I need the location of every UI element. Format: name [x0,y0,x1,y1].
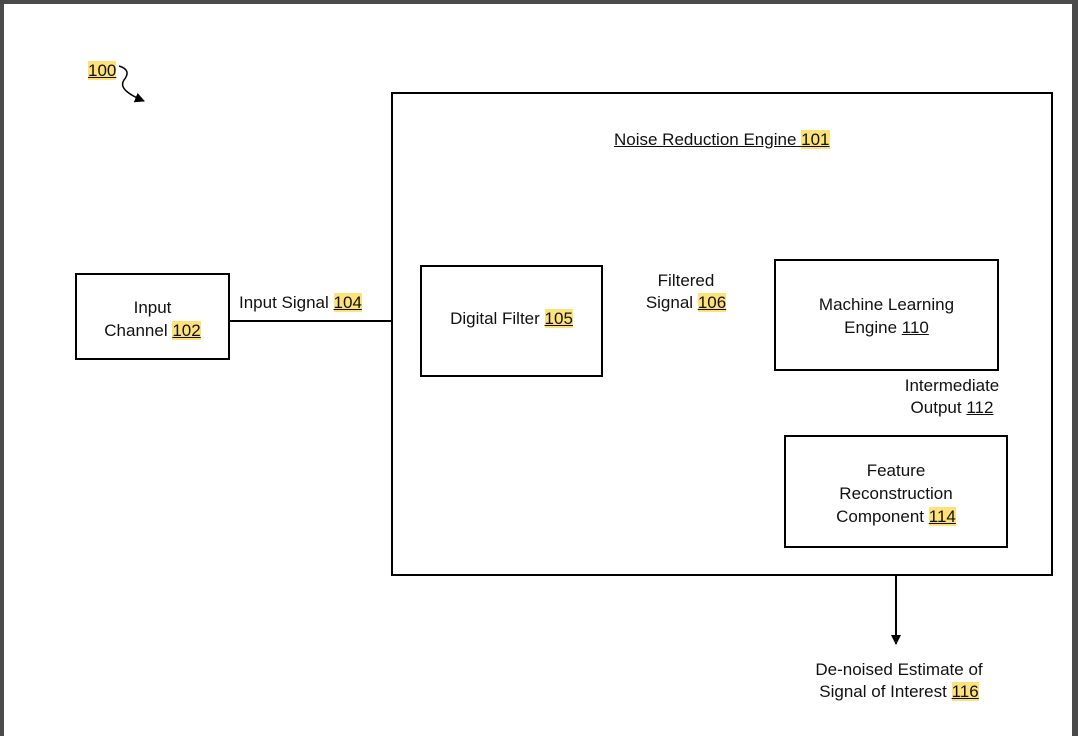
ml-engine-name: Engine [844,318,898,337]
figure-ref-label: 100 [88,60,117,82]
filtered-signal-label: Filtered Signal 106 [634,270,738,314]
diagram-sheet: 100 Noise Reduction Engine 101 Input Cha… [4,4,1072,736]
intermediate-output-line2: Output 112 [897,397,1007,419]
input-channel-line2: Channel 102 [77,319,228,342]
feature-reconstruction-line2: Reconstruction [839,484,953,503]
denoised-output-ref: 116 [951,682,979,701]
ml-engine-box: Machine Learning Engine 110 [774,259,999,371]
filtered-signal-line2: Signal 106 [634,292,738,314]
input-signal-ref: 104 [333,293,362,312]
feature-reconstruction-box: Feature Reconstruction Component 114 [784,435,1008,548]
feature-reconstruction-line3: Component 114 [786,505,1006,528]
feature-reconstruction-name: Component [836,507,925,526]
feature-reconstruction-ref: 114 [928,507,956,526]
filtered-signal-line1: Filtered [657,271,715,290]
input-channel-box: Input Channel 102 [75,273,230,360]
input-channel-line1: Input [133,298,172,317]
engine-title: Noise Reduction Engine 101 [614,129,830,151]
ml-engine-line1: Machine Learning [818,295,955,314]
digital-filter-text: Digital Filter [450,309,540,328]
input-channel-ref: 102 [172,321,201,340]
filtered-signal-name: Signal [645,293,694,312]
ml-engine-line2: Engine 110 [776,316,997,339]
engine-title-text: Noise Reduction Engine [614,130,797,149]
denoised-output-name: Signal of Interest [819,682,947,701]
intermediate-output-label: Intermediate Output 112 [897,375,1007,419]
digital-filter-label: Digital Filter 105 [422,308,601,330]
figure-ref-pointer [118,65,145,103]
intermediate-output-line1: Intermediate [904,376,1000,395]
figure-ref-number: 100 [88,61,117,80]
intermediate-output-name: Output [910,398,962,417]
denoised-output-line2: Signal of Interest 116 [784,681,1014,703]
filtered-signal-ref: 106 [697,293,727,312]
input-channel-name: Channel [104,321,168,340]
denoised-output-line1: De-noised Estimate of [815,660,983,679]
intermediate-output-ref: 112 [966,398,994,417]
input-signal-label: Input Signal 104 [239,292,362,314]
feature-reconstruction-line1: Feature [866,461,926,480]
ml-engine-ref: 110 [901,318,929,337]
denoised-output-label: De-noised Estimate of Signal of Interest… [784,659,1014,703]
digital-filter-ref: 105 [544,309,573,328]
engine-ref: 101 [801,130,830,149]
input-signal-text: Input Signal [239,293,329,312]
digital-filter-box: Digital Filter 105 [420,265,603,377]
